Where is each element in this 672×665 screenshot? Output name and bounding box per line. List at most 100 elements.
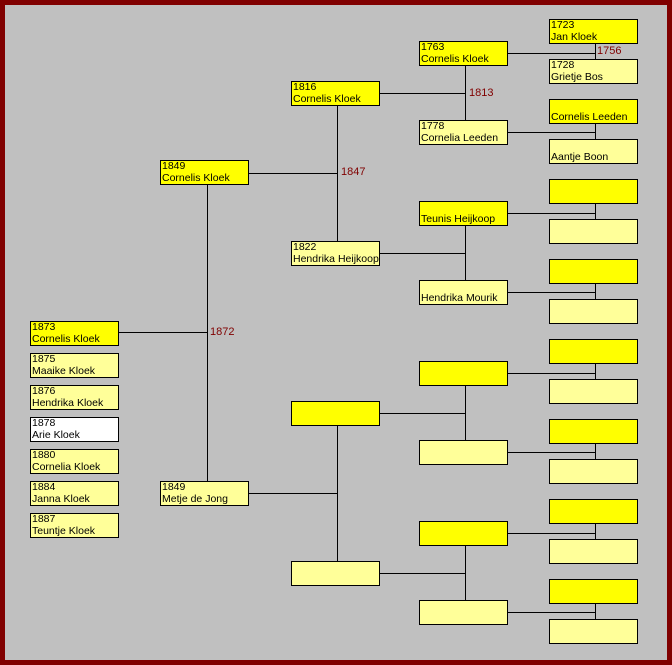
marriage-year: 1813 xyxy=(469,87,494,99)
connector-line xyxy=(337,426,338,561)
person-box[interactable]: Cornelis Leeden xyxy=(549,99,638,124)
person-name xyxy=(551,472,637,484)
person-box[interactable] xyxy=(419,600,508,625)
person-box[interactable]: Hendrika Mourik xyxy=(419,280,508,305)
person-box[interactable] xyxy=(549,419,638,444)
connector-line xyxy=(248,173,337,174)
connector-line xyxy=(507,53,595,54)
person-box[interactable] xyxy=(549,539,638,564)
person-year xyxy=(551,380,637,392)
person-box[interactable] xyxy=(291,401,380,426)
connector-line xyxy=(379,93,465,94)
person-box[interactable]: Teunis Heijkoop xyxy=(419,201,508,226)
connector-line xyxy=(465,226,466,280)
connector-line xyxy=(507,132,595,133)
connector-line xyxy=(337,106,338,241)
person-name xyxy=(551,512,637,524)
person-year xyxy=(551,500,637,512)
person-name xyxy=(421,374,507,386)
person-year: 1849 xyxy=(162,160,186,172)
person-box[interactable] xyxy=(549,499,638,524)
connector-line xyxy=(595,364,596,379)
person-name xyxy=(551,552,637,564)
person-name: Cornelis Kloek xyxy=(32,332,100,345)
person-box[interactable]: Aantje Boon xyxy=(549,139,638,164)
person-year: 1723 xyxy=(551,19,575,31)
person-name xyxy=(551,632,637,644)
person-name xyxy=(421,453,507,465)
person-year xyxy=(551,420,637,432)
person-name: Cornelis Leeden xyxy=(551,110,628,123)
person-box[interactable] xyxy=(419,521,508,546)
person-year xyxy=(551,220,637,232)
person-year: 1876 xyxy=(32,385,56,397)
person-box[interactable] xyxy=(549,299,638,324)
person-box[interactable] xyxy=(549,579,638,604)
connector-line xyxy=(465,66,466,120)
person-name xyxy=(551,192,637,204)
person-name xyxy=(551,592,637,604)
marriage-year: 1756 xyxy=(597,45,622,57)
person-year xyxy=(551,540,637,552)
person-name xyxy=(293,414,379,426)
person-year: 1884 xyxy=(32,481,56,493)
person-name xyxy=(551,312,637,324)
person-box[interactable] xyxy=(549,179,638,204)
person-box[interactable] xyxy=(549,259,638,284)
person-name xyxy=(551,392,637,404)
connector-line xyxy=(248,493,337,494)
person-name: Hendrika Heijkoop xyxy=(293,252,379,265)
person-box[interactable] xyxy=(549,619,638,644)
connector-line xyxy=(507,533,595,534)
person-year: 1849 xyxy=(162,481,186,493)
person-year xyxy=(421,441,507,453)
connector-line xyxy=(379,573,465,574)
person-year: 1873 xyxy=(32,321,56,333)
person-name xyxy=(293,574,379,586)
person-year xyxy=(551,580,637,592)
person-year xyxy=(551,260,637,272)
connector-line xyxy=(595,284,596,299)
person-year xyxy=(551,140,637,152)
person-name xyxy=(551,232,637,244)
person-year xyxy=(421,281,507,293)
connector-line xyxy=(379,413,465,414)
person-box[interactable] xyxy=(549,379,638,404)
person-name: Arie Kloek xyxy=(32,428,80,441)
connector-line xyxy=(507,213,595,214)
connector-line xyxy=(595,204,596,219)
person-year: 1778 xyxy=(421,120,445,132)
person-year xyxy=(421,202,507,214)
person-box[interactable] xyxy=(549,339,638,364)
connector-line xyxy=(595,44,596,59)
person-box[interactable] xyxy=(291,561,380,586)
person-box[interactable] xyxy=(549,459,638,484)
person-name: Metje de Jong xyxy=(162,492,228,505)
person-box[interactable] xyxy=(549,219,638,244)
person-name: Aantje Boon xyxy=(551,150,609,163)
person-name: Maaike Kloek xyxy=(32,364,96,377)
marriage-year: 1847 xyxy=(341,166,366,178)
person-name: Grietje Bos xyxy=(551,70,603,83)
person-year: 1875 xyxy=(32,353,56,365)
person-year xyxy=(421,601,507,613)
person-box[interactable] xyxy=(419,361,508,386)
person-year xyxy=(551,300,637,312)
person-box[interactable] xyxy=(419,440,508,465)
person-year: 1763 xyxy=(421,41,445,53)
